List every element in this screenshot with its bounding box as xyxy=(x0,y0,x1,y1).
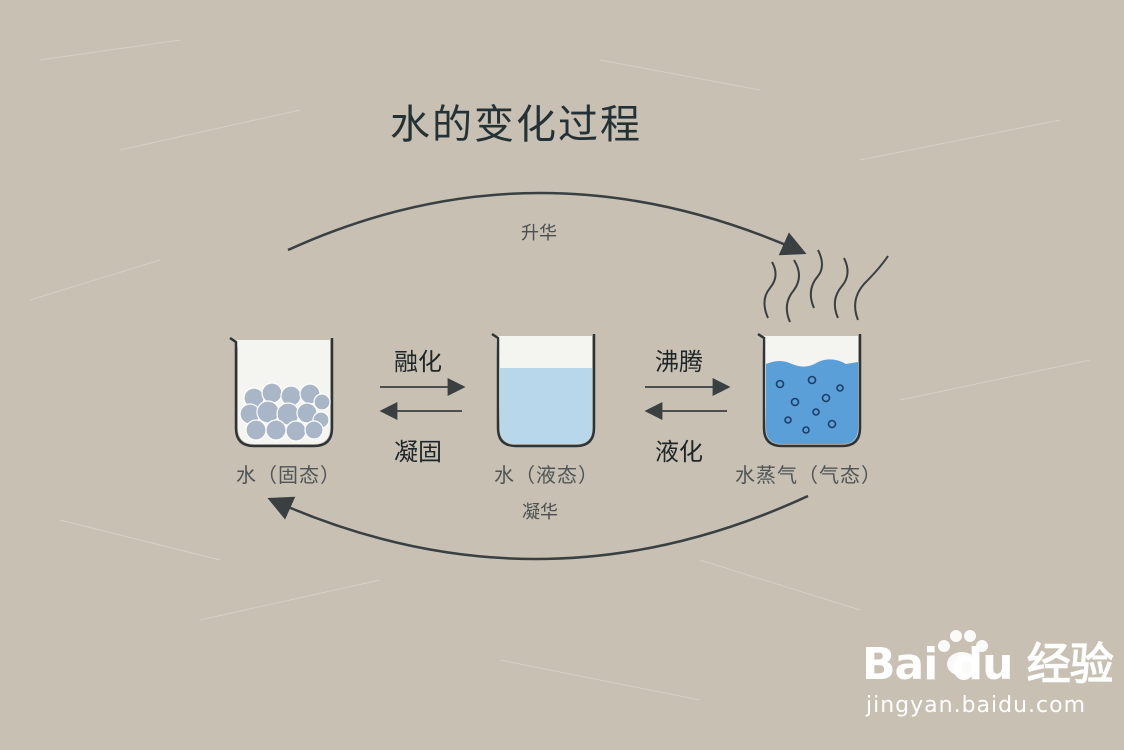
liquid-state-caption: 水（液态） xyxy=(494,463,599,487)
solid-beaker xyxy=(229,336,334,448)
melting-label: 融化 xyxy=(394,348,442,376)
watermark-url: jingyan.baidu.com xyxy=(866,693,1087,718)
paper-texture xyxy=(29,39,1091,701)
sublimation-arc xyxy=(287,191,807,256)
deposition-arc xyxy=(267,494,809,561)
diagram-title: 水的变化过程 xyxy=(390,102,642,148)
liquid-beaker xyxy=(491,332,596,448)
deposition-label: 凝华 xyxy=(522,502,558,523)
boiling-label: 沸腾 xyxy=(655,348,703,376)
steam-lines xyxy=(763,249,889,323)
paw-icon xyxy=(938,630,988,676)
sublimation-label: 升华 xyxy=(521,223,557,244)
ice-cubes xyxy=(239,382,331,442)
condensation-label: 液化 xyxy=(655,438,703,466)
freezing-label: 凝固 xyxy=(394,438,442,466)
gas-state-caption: 水蒸气（气态） xyxy=(735,463,882,487)
gas-beaker xyxy=(757,332,862,448)
solid-state-caption: 水（固态） xyxy=(236,463,341,487)
watermark-brand: Bai du 经验 xyxy=(862,639,1114,690)
bubbles xyxy=(775,375,844,434)
